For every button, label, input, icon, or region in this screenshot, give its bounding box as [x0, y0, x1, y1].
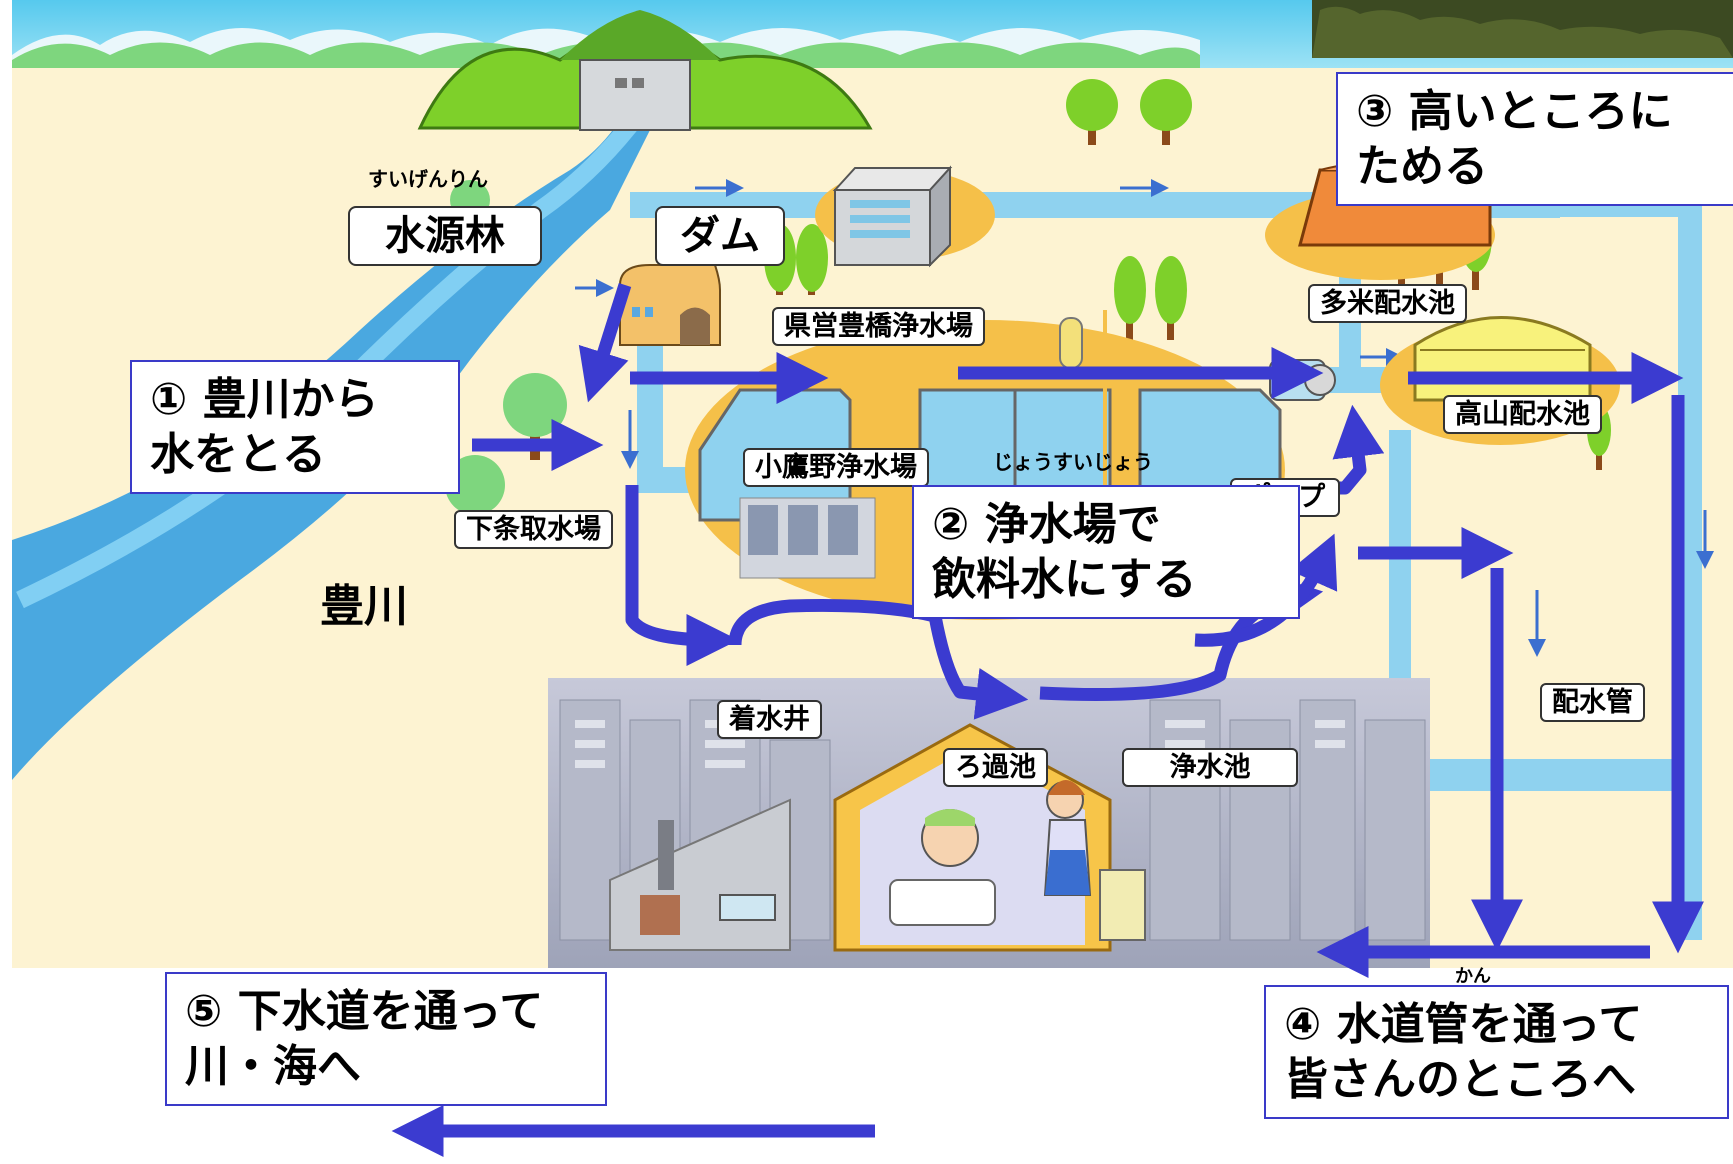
- step-1-line-1: ① 豊川から: [150, 374, 379, 425]
- dam-mountain: [417, 10, 873, 131]
- step-4: ④ 水道管を通って 皆さんのところへ: [1264, 985, 1729, 1119]
- label-kotakano-plant: 小鷹野浄水場: [743, 448, 929, 487]
- step-1-line-2: 水をとる: [150, 429, 326, 480]
- label-roka-chi: ろ過池: [943, 748, 1048, 787]
- pump: [1269, 359, 1336, 401]
- label-suigenrin: 水源林: [348, 206, 542, 266]
- label-chakusuisei: 着水井: [717, 700, 822, 739]
- ruby-kan: かん: [1455, 966, 1491, 987]
- label-takayama-reservoir: 高山配水池: [1443, 395, 1602, 434]
- step-5-line-1: ⑤ 下水道を通って: [185, 986, 544, 1037]
- step-3-line-1: ③ 高いところに: [1356, 86, 1673, 137]
- step-4-line-2: 皆さんのところへ: [1284, 1054, 1636, 1105]
- step-1: ① 豊川から 水をとる: [130, 360, 460, 494]
- step-5: ⑤ 下水道を通って 川・海へ: [165, 972, 607, 1106]
- intake-building: [619, 264, 721, 346]
- step-2: ② 浄水場で 飲料水にする: [912, 485, 1300, 619]
- step-2-line-1: ② 浄水場で: [932, 499, 1161, 550]
- step-3-line-2: ためる: [1356, 141, 1488, 192]
- takayama-reservoir: [1413, 316, 1592, 402]
- step-5-line-2: 川・海へ: [185, 1041, 361, 1092]
- small-flow-arrows: [575, 179, 1714, 657]
- label-shimojo-intake: 下条取水場: [454, 510, 613, 549]
- step-2-line-2: 飲料水にする: [932, 554, 1197, 605]
- ruby-suigenrin: すいげんりん: [368, 167, 488, 191]
- label-haisuikan: 配水管: [1540, 683, 1645, 722]
- label-josui-chi: 浄水池: [1122, 748, 1298, 787]
- label-tame-reservoir: 多米配水池: [1308, 284, 1467, 323]
- label-dam: ダム: [655, 206, 785, 266]
- kenei-plant-building: [832, 165, 953, 268]
- step-3: ③ 高いところに ためる: [1336, 72, 1733, 206]
- label-kenei-toyohashi-plant: 県営豊橋浄水場: [772, 307, 985, 346]
- ruby-josuijo: じょうすいじょう: [993, 450, 1153, 474]
- label-toyokawa: 豊川: [320, 581, 408, 632]
- step-4-line-1: ④ 水道管を通って: [1284, 999, 1643, 1050]
